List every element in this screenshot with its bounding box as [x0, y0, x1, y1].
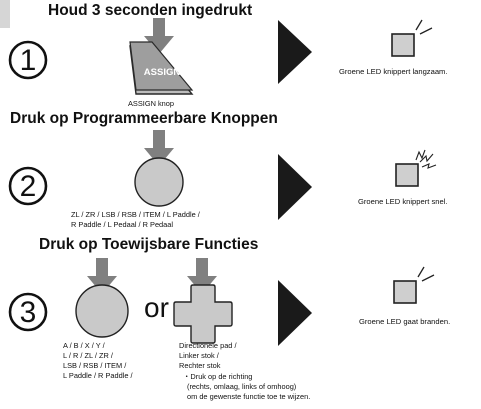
- step2-press-arrow-icon: [144, 130, 174, 166]
- step3-number: 3: [20, 296, 37, 329]
- step2-result-arrow-icon: [278, 154, 312, 220]
- dpad-line3: Rechter stok: [179, 361, 221, 370]
- assign-button-label: ASSIGN: [144, 67, 181, 78]
- step2-number: 2: [20, 170, 37, 203]
- led-on-icon: [393, 266, 435, 304]
- step2-led-caption: Groene LED knippert snel.: [358, 197, 448, 206]
- step3-buttons-line4: L Paddle / R Paddle /: [63, 371, 133, 380]
- step3-buttons-line1: A / B / X / Y /: [63, 341, 105, 350]
- step3-buttons-line2: L / R / ZL / ZR /: [63, 351, 113, 360]
- step3-heading: Druk op Toewijsbare Functies: [39, 236, 259, 253]
- step3-result-arrow-icon: [278, 280, 312, 346]
- step1-result-arrow-icon: [278, 20, 312, 84]
- step3-buttons-line3: LSB / RSB / ITEM /: [63, 361, 127, 370]
- assign-button-caption: ASSIGN knop: [128, 99, 175, 108]
- step1-number: 1: [20, 44, 37, 77]
- led-fast-blink-icon: [395, 149, 437, 187]
- step3-led-caption: Groene LED gaat branden.: [359, 317, 451, 326]
- dpad-note-line3: om de gewenste functie toe te wijzen.: [187, 392, 311, 401]
- step2-buttons-line2: R Paddle / L Pedaal / R Pedaal: [71, 220, 174, 229]
- assign-button-icon: ASSIGN: [129, 41, 194, 95]
- corner-tab: [0, 0, 10, 28]
- assignable-button-icon: [75, 284, 129, 338]
- step2-heading: Druk op Programmeerbare Knoppen: [10, 110, 278, 127]
- step2-buttons-line1: ZL / ZR / LSB / RSB / ITEM / L Paddle /: [71, 210, 200, 219]
- led-slow-blink-icon: [391, 19, 433, 57]
- step1-number-badge: 1: [8, 40, 48, 80]
- dpad-line2: Linker stok /: [179, 351, 219, 360]
- step3-press-arrow-icon: [87, 258, 117, 294]
- step1-led-caption: Groene LED knippert langzaam.: [339, 67, 448, 76]
- dpad-icon: [173, 284, 233, 344]
- or-label: or: [144, 292, 169, 323]
- dpad-note-line1: ・Druk op de richting: [183, 372, 253, 381]
- step1-heading: Houd 3 seconden ingedrukt: [48, 2, 253, 19]
- programmable-button-icon: [134, 157, 184, 207]
- dpad-note-line2: (rechts, omlaag, links of omhoog): [187, 382, 297, 391]
- dpad-line1: Directionele pad /: [179, 341, 237, 350]
- step2-number-badge: 2: [8, 166, 48, 206]
- step3-number-badge: 3: [8, 292, 48, 332]
